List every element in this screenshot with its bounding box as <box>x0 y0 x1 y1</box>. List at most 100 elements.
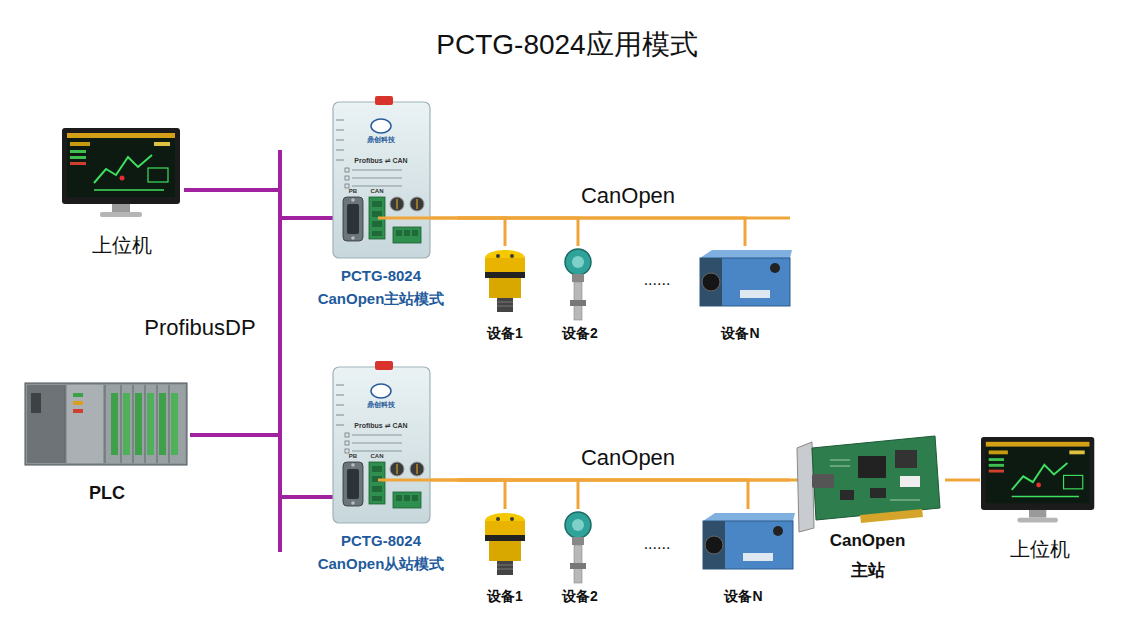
node-label: PCTG-8024 CanOpen从站模式 <box>306 529 456 575</box>
bus-label: CanOpen <box>581 183 675 209</box>
canopen-card <box>797 436 940 532</box>
canopen-line <box>457 218 745 246</box>
computer-monitor <box>62 128 180 217</box>
device-node: 设备N <box>686 509 801 606</box>
sensor-yellow <box>485 250 525 312</box>
canopen-card <box>830 460 920 500</box>
device-node: 设备2 <box>545 509 615 606</box>
profibus-line <box>184 190 305 218</box>
plc-rack <box>73 409 83 413</box>
brand-mark: 鼎创科技 <box>367 400 395 410</box>
device-node: 设备1 <box>470 509 540 606</box>
plc-rack <box>135 393 142 455</box>
device-node: 设备N <box>683 246 798 343</box>
canopen-card <box>900 476 920 487</box>
ellipsis: ...... <box>644 271 671 289</box>
canopen-card <box>840 490 854 500</box>
canopen-card <box>895 450 917 468</box>
gateway-device <box>333 96 430 258</box>
device-print: Profibus ⇌ CAN <box>354 422 407 430</box>
pressure-transmitter <box>565 249 591 320</box>
canopen-card <box>870 488 886 498</box>
canopen-line <box>457 218 578 246</box>
node-label: 设备2 <box>562 323 598 343</box>
port-name: PB <box>349 188 357 194</box>
canopen-bus <box>378 479 818 482</box>
canopen-line <box>457 479 790 482</box>
node-label: 设备1 <box>487 323 523 343</box>
ellipsis: ...... <box>644 535 671 553</box>
plc-rack <box>31 393 41 413</box>
plc-rack <box>73 393 83 397</box>
sensor-yellow <box>485 513 525 575</box>
port-name: CAN <box>371 453 384 459</box>
gateway-node: PCTG-8024 CanOpen主站模式 <box>305 95 457 310</box>
node-label: 设备2 <box>562 586 598 606</box>
canopen-line <box>457 480 748 509</box>
computer-monitor <box>981 437 1094 522</box>
bus-label: CanOpen <box>581 445 675 471</box>
device-node: 设备1 <box>470 246 540 343</box>
computer-node: 上位机 <box>980 435 1100 562</box>
computer-monitor <box>62 128 180 217</box>
plc-rack <box>65 385 169 463</box>
color-sensor <box>703 513 795 569</box>
plc-rack <box>159 393 166 455</box>
node-label: 设备N <box>721 323 759 343</box>
gateway-device <box>333 361 430 523</box>
card-node: CanOpen 主站 <box>790 430 945 586</box>
plc-rack <box>123 393 130 455</box>
plc-rack <box>25 383 187 465</box>
brand-mark: 鼎创科技 <box>367 135 395 145</box>
bus-label: ProfibusDP <box>144 315 255 341</box>
canopen-stub <box>378 217 457 220</box>
gateway-node: PCTG-8024 CanOpen从站模式 <box>305 360 457 575</box>
color-sensor <box>703 513 795 569</box>
plc-rack <box>27 385 65 463</box>
sensor-yellow <box>485 513 525 575</box>
pressure-transmitter <box>565 512 591 583</box>
profibus-line <box>184 190 305 497</box>
device-node: 设备2 <box>545 246 615 343</box>
port-name: PB <box>349 453 357 459</box>
port-name: CAN <box>371 188 384 194</box>
canopen-line <box>457 218 505 246</box>
canopen-card <box>797 442 814 532</box>
node-label: CanOpen 主站 <box>825 526 910 586</box>
node-label: 上位机 <box>1010 536 1070 562</box>
gateway-device <box>333 96 430 258</box>
plc-node: PLC <box>24 380 190 505</box>
profibus-line <box>190 435 305 497</box>
node-label: PLC <box>89 481 125 505</box>
canopen-line <box>945 479 980 482</box>
plc-rack <box>111 393 118 455</box>
pressure-transmitter <box>565 512 591 583</box>
canopen-card <box>860 509 923 523</box>
color-sensor <box>700 250 792 306</box>
node-label: 设备N <box>724 586 762 606</box>
device-print: Profibus ⇌ CAN <box>354 157 407 165</box>
node-label: 设备1 <box>487 586 523 606</box>
gateway-device <box>333 361 430 523</box>
node-label: PCTG-8024 CanOpen主站模式 <box>306 264 456 310</box>
canopen-stub <box>378 479 457 482</box>
color-sensor <box>700 250 792 306</box>
pressure-transmitter <box>565 249 591 320</box>
plc-rack <box>171 393 178 455</box>
plc-rack <box>73 401 83 405</box>
canopen-card <box>858 456 886 478</box>
canopen-card <box>812 474 834 488</box>
sensor-yellow <box>485 250 525 312</box>
canopen-line <box>457 480 578 509</box>
canopen-line <box>457 480 505 509</box>
diagram-title: PCTG-8024应用模式 <box>0 25 1134 65</box>
node-label: 上位机 <box>92 232 152 258</box>
computer-node: 上位机 <box>60 128 184 258</box>
plc-rack <box>67 385 103 463</box>
plc-rack <box>147 393 154 455</box>
canopen-card <box>812 436 940 520</box>
